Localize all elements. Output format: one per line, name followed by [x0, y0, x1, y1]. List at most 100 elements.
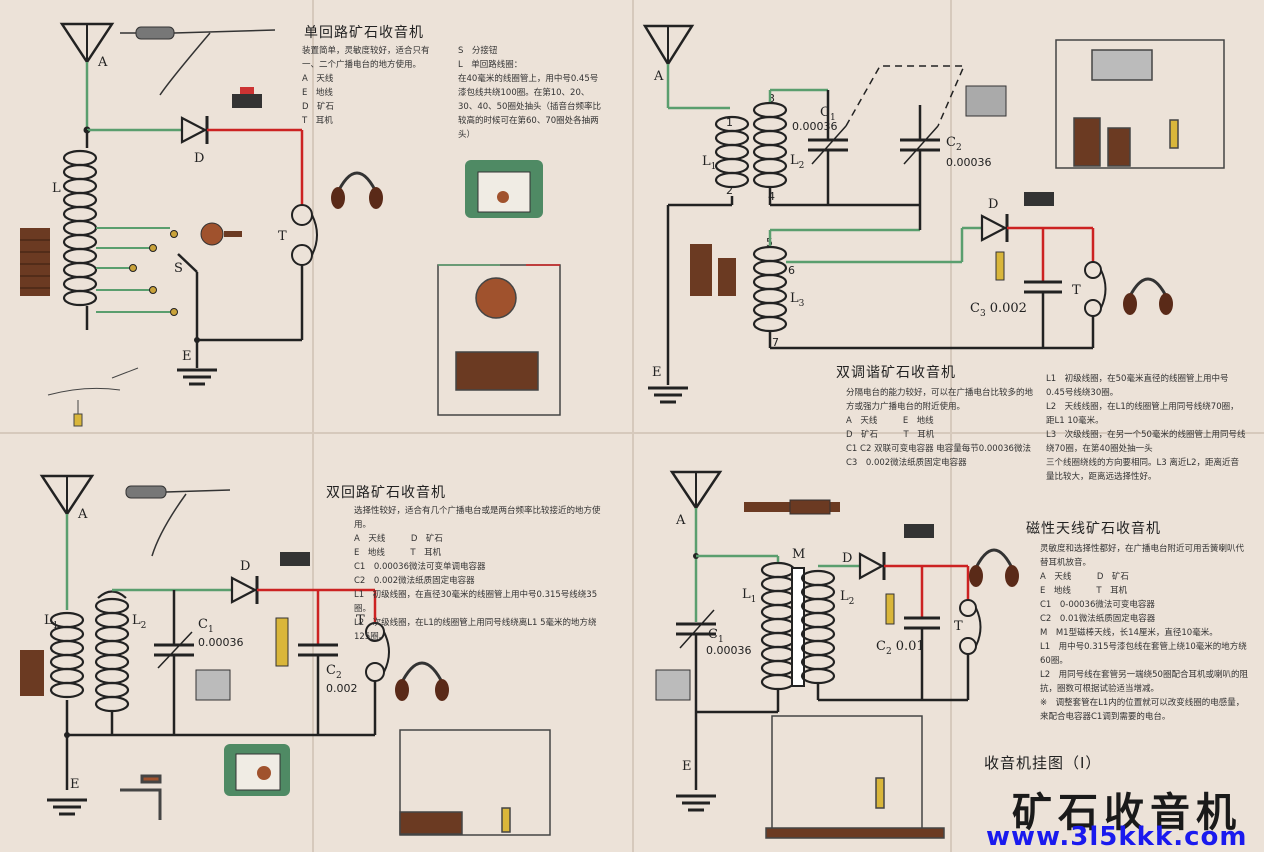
panel2-diagram: A L1 1 2 3 4 L2 C1: [642, 24, 1225, 404]
fixed-cap-illustration: [995, 251, 1005, 281]
panel1-coil-notes: S 分接钮 L 单回路线圈： 在40毫米的线圈管上，用中号0.45号漆包线共绕1…: [458, 46, 601, 140]
svg-text:6: 6: [788, 264, 795, 277]
capacitor-illustration: [965, 85, 1007, 117]
fold-line: [632, 0, 634, 852]
svg-text:0.00036: 0.00036: [198, 636, 244, 649]
panel2-coil-notes: L1 初级线圈，在50毫米直径的线圈管上用中号0.45号线绕30圈。 L2 天线…: [1046, 374, 1246, 482]
panel1-description: 装置简单，灵敏度较好，适合只有一、二个广播电台的地方使用。 A 天线 E 地线 …: [302, 46, 430, 126]
headphones-illustration: [1123, 277, 1173, 315]
panel4-diagram: A C1 0.00036 L1 M L2 D: [655, 470, 1019, 839]
diode-symbol: [180, 116, 209, 144]
svg-text:A: A: [675, 513, 686, 528]
ground-wire-sketch: [47, 367, 139, 427]
diode-symbol: [980, 214, 1009, 242]
svg-text:T: T: [954, 619, 963, 634]
ground-symbol: [648, 386, 688, 404]
earphone-symbol: [959, 599, 982, 655]
svg-text:S: S: [174, 261, 183, 276]
coil-L2: [752, 101, 788, 189]
svg-text:D: D: [988, 197, 998, 212]
coil-L1: [760, 561, 796, 691]
radio-box-illustration: [224, 744, 290, 796]
crystal-illustration: [1024, 192, 1054, 206]
resistor-illustration: [125, 485, 231, 557]
svg-text:A: A: [77, 507, 88, 522]
fold-line: [0, 432, 1264, 434]
ferrite-rod: [791, 567, 805, 687]
antenna-icon: [59, 22, 115, 65]
svg-text:0.00036: 0.00036: [706, 644, 752, 657]
svg-text:C30.002: C30.002: [970, 301, 1027, 319]
coil-L: [62, 149, 98, 307]
svg-text:A: A: [97, 55, 108, 70]
svg-text:0.00036: 0.00036: [792, 120, 838, 133]
svg-text:E: E: [182, 349, 192, 364]
ground-symbol: [47, 798, 87, 816]
crystal-illustration: [904, 524, 934, 538]
antenna-icon: [39, 474, 95, 517]
fold-line: [950, 0, 952, 852]
svg-text:L2: L2: [840, 589, 854, 607]
switch-illustration: [200, 222, 242, 246]
svg-text:T: T: [278, 229, 287, 244]
panel1-diagram: A D T L: [20, 22, 561, 427]
antenna-icon: [642, 24, 695, 67]
svg-text:C20.01: C20.01: [876, 639, 925, 657]
wiring-sketch: [437, 264, 561, 416]
capacitor-C2: [298, 643, 338, 657]
crystal-illustration: [232, 87, 262, 108]
svg-text:C1: C1: [820, 105, 836, 123]
capacitor-C3: [1024, 280, 1062, 294]
svg-text:D: D: [194, 151, 204, 166]
svg-text:0.002: 0.002: [326, 682, 358, 695]
svg-text:E: E: [682, 759, 692, 774]
svg-text:C1: C1: [198, 617, 214, 635]
capacitor-C2: [904, 616, 940, 630]
svg-text:4: 4: [768, 190, 775, 203]
svg-text:2: 2: [726, 184, 733, 197]
fixed-cap-illustration: [885, 593, 895, 625]
capacitor-illustration: [195, 669, 231, 701]
diode-symbol: [230, 576, 259, 604]
panel4-title: 磁性天线矿石收音机: [1026, 521, 1161, 537]
svg-text:L: L: [52, 181, 61, 196]
earphone-symbol: [291, 204, 318, 266]
panel3-diagram: A L1 L2 C1 0.00036 D: [20, 474, 551, 836]
svg-text:1: 1: [726, 116, 733, 129]
panel4-description: 灵敏度和选择性都好，在广播电台附近可用舌簧喇叭代替耳机放音。 A 天线 D 矿石…: [1040, 544, 1248, 722]
svg-text:D: D: [842, 551, 852, 566]
poster-subtitle: 收音机挂图（I）: [984, 754, 1102, 772]
svg-text:L1: L1: [702, 154, 716, 172]
antenna-icon: [669, 470, 723, 511]
radio-box-illustration: [465, 160, 543, 218]
coil-L2: [800, 569, 836, 685]
svg-text:C2: C2: [946, 135, 962, 153]
svg-text:C1: C1: [708, 627, 724, 645]
wiring-sketch: [1055, 39, 1225, 169]
svg-text:L2: L2: [790, 153, 804, 171]
crystal-illustration: [280, 552, 310, 566]
svg-text:L2: L2: [132, 613, 146, 631]
coil-L2: [94, 597, 130, 713]
svg-text:T: T: [356, 613, 365, 628]
headphones-illustration: [331, 171, 383, 209]
svg-text:C2: C2: [326, 663, 342, 681]
headphones-illustration: [969, 548, 1019, 587]
svg-text:T: T: [1072, 283, 1081, 298]
faucet-illustration: [120, 774, 162, 820]
panel2-title: 双调谐矿石收音机: [836, 365, 956, 381]
fold-line: [312, 0, 314, 852]
wiring-sketch: [765, 715, 945, 839]
svg-text:A: A: [653, 69, 664, 84]
panel3-description: 选择性较好，适合有几个广播电台或是两台频率比较接近的地方使用。 A 天线 D 矿…: [354, 506, 601, 642]
panel1-title: 单回路矿石收音机: [304, 25, 424, 41]
svg-text:D: D: [240, 559, 250, 574]
diode-symbol: [858, 552, 886, 580]
coil-L3: [752, 245, 788, 333]
svg-text:L1: L1: [742, 587, 756, 605]
earphone-symbol: [1084, 261, 1107, 317]
headphones-illustration: [395, 661, 449, 701]
panel2-description: 分隔电台的能力较好，可以在广播电台比较多的地方或强力广播电台的附近使用。 A 天…: [846, 388, 1034, 468]
ground-symbol: [676, 794, 716, 812]
